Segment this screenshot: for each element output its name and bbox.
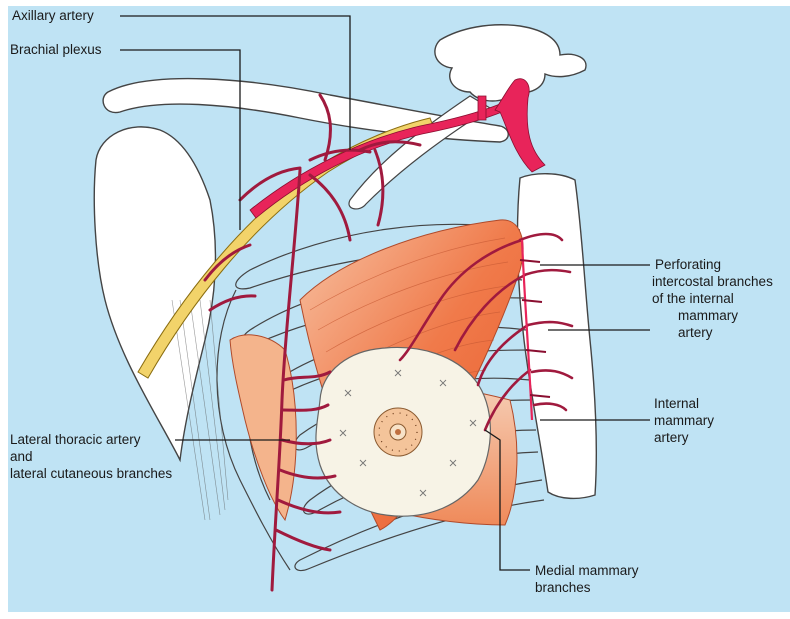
label-lateral-2: and [10, 449, 33, 465]
label-perforating-5: artery [678, 325, 713, 341]
label-brachial-plexus: Brachial plexus [10, 42, 102, 58]
label-perforating-2: intercostal branches [652, 274, 773, 290]
label-internal-1: Internal [654, 396, 699, 412]
label-internal-3: artery [654, 430, 689, 446]
label-lateral-3: lateral cutaneous branches [10, 466, 172, 482]
label-medial-1: Medial mammary [535, 563, 639, 579]
label-lateral-1: Lateral thoracic artery [10, 432, 141, 448]
label-internal-2: mammary [654, 413, 714, 429]
label-medial-2: branches [535, 580, 591, 596]
lateral-muscle [230, 335, 296, 520]
nipple-center [395, 429, 401, 435]
label-perforating-3: of the internal [652, 291, 734, 307]
label-axillary-artery: Axillary artery [12, 8, 94, 24]
sternum [517, 174, 596, 499]
artery-stump [478, 96, 486, 120]
label-perforating-1: Perforating [655, 257, 721, 273]
label-perforating-4: mammary [678, 308, 738, 324]
